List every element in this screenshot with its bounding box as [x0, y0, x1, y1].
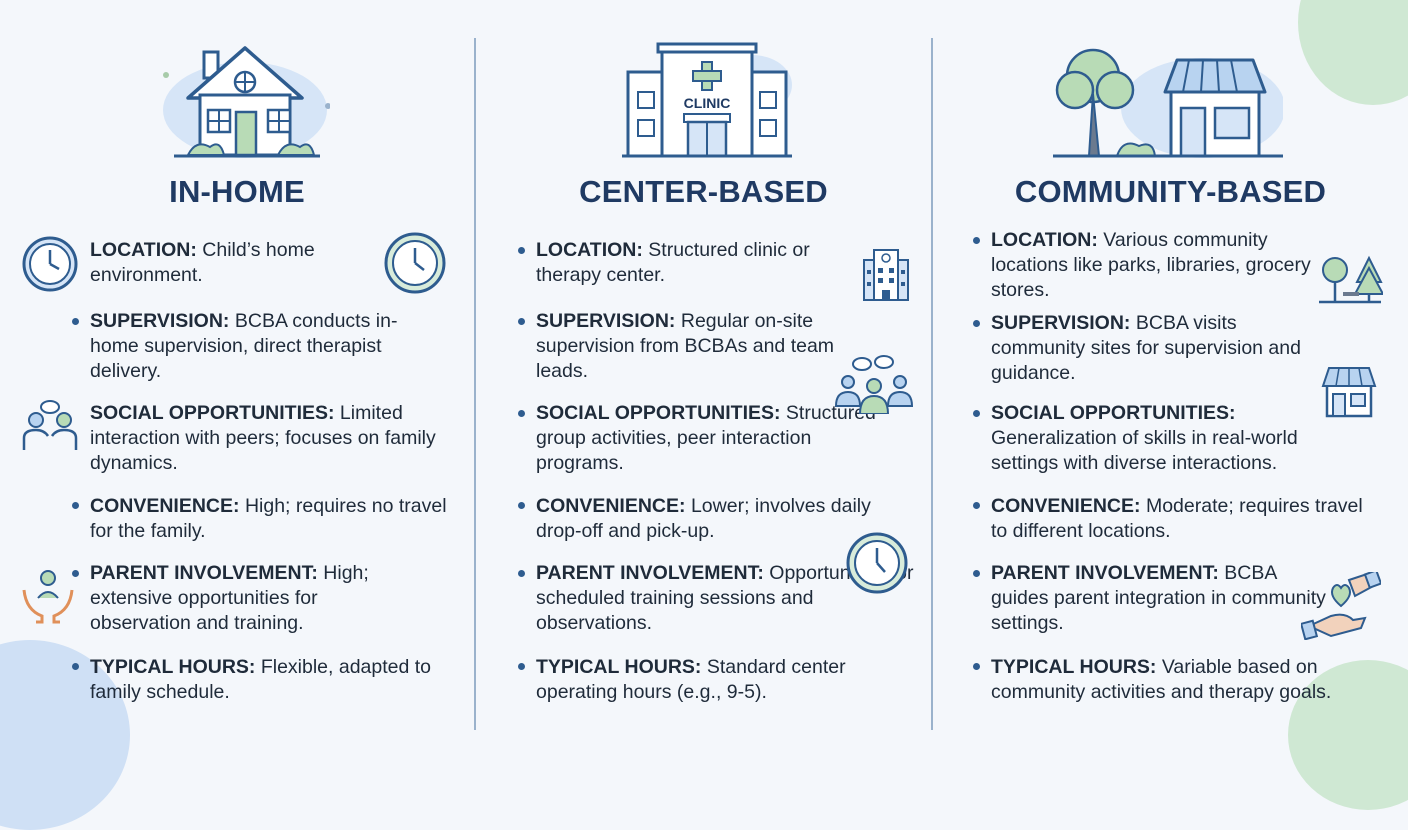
list-item-supervision: SUPERVISION: Regular on-site supervision… — [536, 309, 866, 384]
list-item-social-opportunities: SOCIAL OPPORTUNITIES: Limited interactio… — [90, 401, 460, 476]
item-label: SOCIAL OPPORTUNITIES: — [90, 402, 335, 424]
item-text: BCBA visits community sites for supervis… — [991, 312, 1301, 384]
list-item-convenience: CONVENIENCE: Lower; involves daily drop-… — [536, 494, 886, 544]
list-item-typical-hours: TYPICAL HOURS: Standard center operating… — [536, 655, 906, 705]
hands-heart-icon — [1301, 572, 1381, 640]
storefront-icon — [1321, 367, 1377, 418]
bullet — [973, 663, 980, 670]
item-label: CONVENIENCE: — [536, 495, 686, 517]
bullet — [518, 663, 525, 670]
list-item-social-opportunities: SOCIAL OPPORTUNITIES: Structured group a… — [536, 401, 886, 476]
item-label: LOCATION: — [536, 239, 643, 261]
list-item-location: LOCATION: Child’s home environment. — [90, 238, 380, 288]
item-label: SUPERVISION: — [90, 310, 230, 332]
item-text: Flexible, adapted to family schedule. — [90, 656, 432, 703]
bullet — [72, 318, 79, 325]
column-title: CENTER-BASED — [579, 174, 828, 209]
item-text: Structured group activities, peer intera… — [536, 402, 876, 474]
item-text: Various community locations like parks, … — [991, 229, 1311, 301]
item-text: Generalization of skills in real-world s… — [991, 427, 1298, 474]
clinic-building-icon: CLINIC — [622, 42, 792, 158]
bullet — [518, 502, 525, 509]
trees-bench-icon — [1319, 255, 1383, 304]
column-divider — [931, 38, 933, 730]
item-text: Limited interaction with peers; focuses … — [90, 402, 436, 474]
item-text: Moderate; requires travel to different l… — [991, 495, 1363, 542]
item-label: LOCATION: — [90, 239, 197, 261]
list-item-convenience: CONVENIENCE: High; requires no travel fo… — [90, 494, 460, 544]
clock-icon — [384, 232, 446, 294]
bullet — [518, 410, 525, 417]
item-label: PARENT INVOLVEMENT: — [90, 562, 318, 584]
item-label: TYPICAL HOURS: — [991, 656, 1157, 678]
column-community-based: COMMUNITY-BASED LOCATION: Various commun… — [933, 0, 1408, 768]
house-icon — [163, 46, 330, 158]
item-text: Regular on-site supervision from BCBAs a… — [536, 310, 835, 382]
column-title: IN-HOME — [169, 174, 305, 209]
list-item-location: LOCATION: Structured clinic or therapy c… — [536, 238, 866, 288]
list-item-supervision: SUPERVISION: BCBA conducts in-home super… — [90, 309, 420, 384]
group-chat-icon — [834, 355, 914, 414]
item-text: Child’s home environment. — [90, 239, 315, 286]
park-and-storefront-icon — [1053, 48, 1283, 158]
bullet — [72, 502, 79, 509]
item-text: Lower; involves daily drop-off and pick-… — [536, 495, 871, 542]
list-item-typical-hours: TYPICAL HOURS: Variable based on communi… — [991, 655, 1376, 705]
bullet — [973, 570, 980, 577]
clock-icon — [22, 236, 78, 292]
bullet — [518, 570, 525, 577]
hands-holding-person-icon — [22, 570, 74, 624]
item-text: Structured clinic or therapy center. — [536, 239, 810, 286]
column-divider — [474, 38, 476, 730]
column-title: COMMUNITY-BASED — [1014, 174, 1327, 209]
list-item-supervision: SUPERVISION: BCBA visits community sites… — [991, 311, 1331, 386]
column-in-home: IN-HOME LOCATION: Child’s home environme… — [0, 0, 474, 768]
bullet — [518, 247, 525, 254]
bullet — [973, 502, 980, 509]
list-item-convenience: CONVENIENCE: Moderate; requires travel t… — [991, 494, 1371, 544]
list-item-parent-involvement: PARENT INVOLVEMENT: High; extensive oppo… — [90, 561, 380, 636]
list-item-typical-hours: TYPICAL HOURS: Flexible, adapted to fami… — [90, 655, 470, 705]
item-label: LOCATION: — [991, 229, 1098, 251]
item-label: CONVENIENCE: — [90, 495, 240, 517]
item-label: CONVENIENCE: — [991, 495, 1141, 517]
people-talking-icon — [22, 400, 78, 450]
item-label: SOCIAL OPPORTUNITIES: — [991, 402, 1236, 424]
item-label: PARENT INVOLVEMENT: — [536, 562, 764, 584]
bullet — [973, 237, 980, 244]
item-label: SUPERVISION: — [536, 310, 676, 332]
column-center-based: CLINIC CENTER-BASED LOCATION: Structured… — [476, 0, 931, 768]
item-text: High; requires no travel for the family. — [90, 495, 447, 542]
item-text: BCBA conducts in-home supervision, direc… — [90, 310, 398, 382]
item-label: PARENT INVOLVEMENT: — [991, 562, 1219, 584]
clinic-sign: CLINIC — [684, 95, 731, 111]
item-text: Standard center operating hours (e.g., 9… — [536, 656, 846, 703]
item-text: High; extensive opportunities for observ… — [90, 562, 369, 634]
item-text: BCBA guides parent integration in commun… — [991, 562, 1326, 634]
list-item-social-opportunities: SOCIAL OPPORTUNITIES: Generalization of … — [991, 401, 1361, 476]
item-text: Variable based on community activities a… — [991, 656, 1332, 703]
list-item-parent-involvement: PARENT INVOLVEMENT: Opportunities for sc… — [536, 561, 916, 636]
item-label: TYPICAL HOURS: — [90, 656, 256, 678]
clock-icon — [846, 532, 908, 594]
bullet — [518, 318, 525, 325]
bullet — [973, 320, 980, 327]
small-building-icon — [863, 249, 909, 301]
item-label: SOCIAL OPPORTUNITIES: — [536, 402, 781, 424]
bullet — [72, 570, 79, 577]
list-item-location: LOCATION: Various community locations li… — [991, 228, 1331, 303]
item-label: SUPERVISION: — [991, 312, 1131, 334]
bullet — [72, 663, 79, 670]
bullet — [973, 410, 980, 417]
list-item-parent-involvement: PARENT INVOLVEMENT: BCBA guides parent i… — [991, 561, 1331, 636]
item-label: TYPICAL HOURS: — [536, 656, 702, 678]
